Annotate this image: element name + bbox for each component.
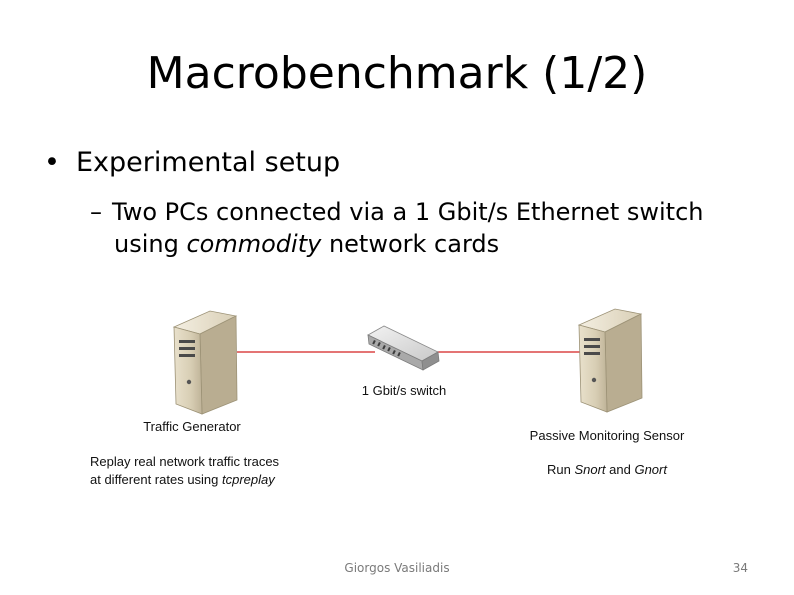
footer-page-number: 34 [732,561,748,575]
left-pc-description-line-1: Replay real network traffic traces [90,454,280,469]
bullet-text: Experimental setup [76,147,341,178]
left-pc-tower-icon [172,310,238,415]
sub-bullet-text-2a: using [114,230,187,258]
sub-bullet-line-2: using commodity network cards [90,228,750,260]
switch-label: 1 Gbit/s switch [362,383,447,398]
sub-bullet-description: –Two PCs connected via a 1 Gbit/s Ethern… [90,196,750,260]
sub-bullet-line-1: –Two PCs connected via a 1 Gbit/s Ethern… [90,196,750,228]
ethernet-switch-icon [367,325,440,371]
right-pc-description: Run Snort and Gnort [547,462,668,477]
bullet-marker: • [44,147,60,178]
sub-bullet-marker: – [90,198,102,226]
bullet-experimental-setup: • Experimental setup [44,145,340,181]
slide-title: Macrobenchmark (1/2) [146,48,648,99]
right-pc-label: Passive Monitoring Sensor [530,428,685,443]
right-pc-tower-icon [577,308,643,413]
sub-bullet-text-1: Two PCs connected via a 1 Gbit/s Etherne… [112,198,704,226]
sub-bullet-emphasis: commodity [186,230,322,258]
footer-author: Giorgos Vasiliadis [344,561,450,575]
sub-bullet-text-2b: network cards [321,230,500,258]
left-pc-description-line-2: at different rates using tcpreplay [90,472,276,487]
left-pc-label: Traffic Generator [143,419,241,434]
